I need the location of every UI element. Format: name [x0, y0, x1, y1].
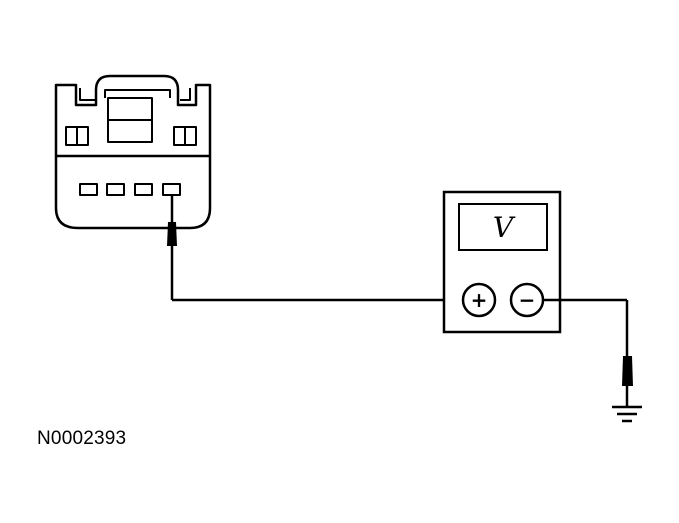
- negative-lead-wire: [543, 298, 629, 406]
- ground-icon: [612, 405, 642, 423]
- meter-display: V: [493, 211, 516, 244]
- svg-text:+: +: [471, 288, 488, 312]
- ground-probe-icon: [622, 356, 633, 386]
- negative-terminal: −: [509, 282, 545, 318]
- probe-icon: [167, 195, 177, 300]
- voltmeter-icon: V + −: [442, 190, 562, 334]
- reference-code: N0002393: [37, 428, 127, 449]
- connector-icon: [54, 74, 212, 230]
- positive-terminal: +: [461, 282, 497, 318]
- svg-text:−: −: [519, 288, 536, 312]
